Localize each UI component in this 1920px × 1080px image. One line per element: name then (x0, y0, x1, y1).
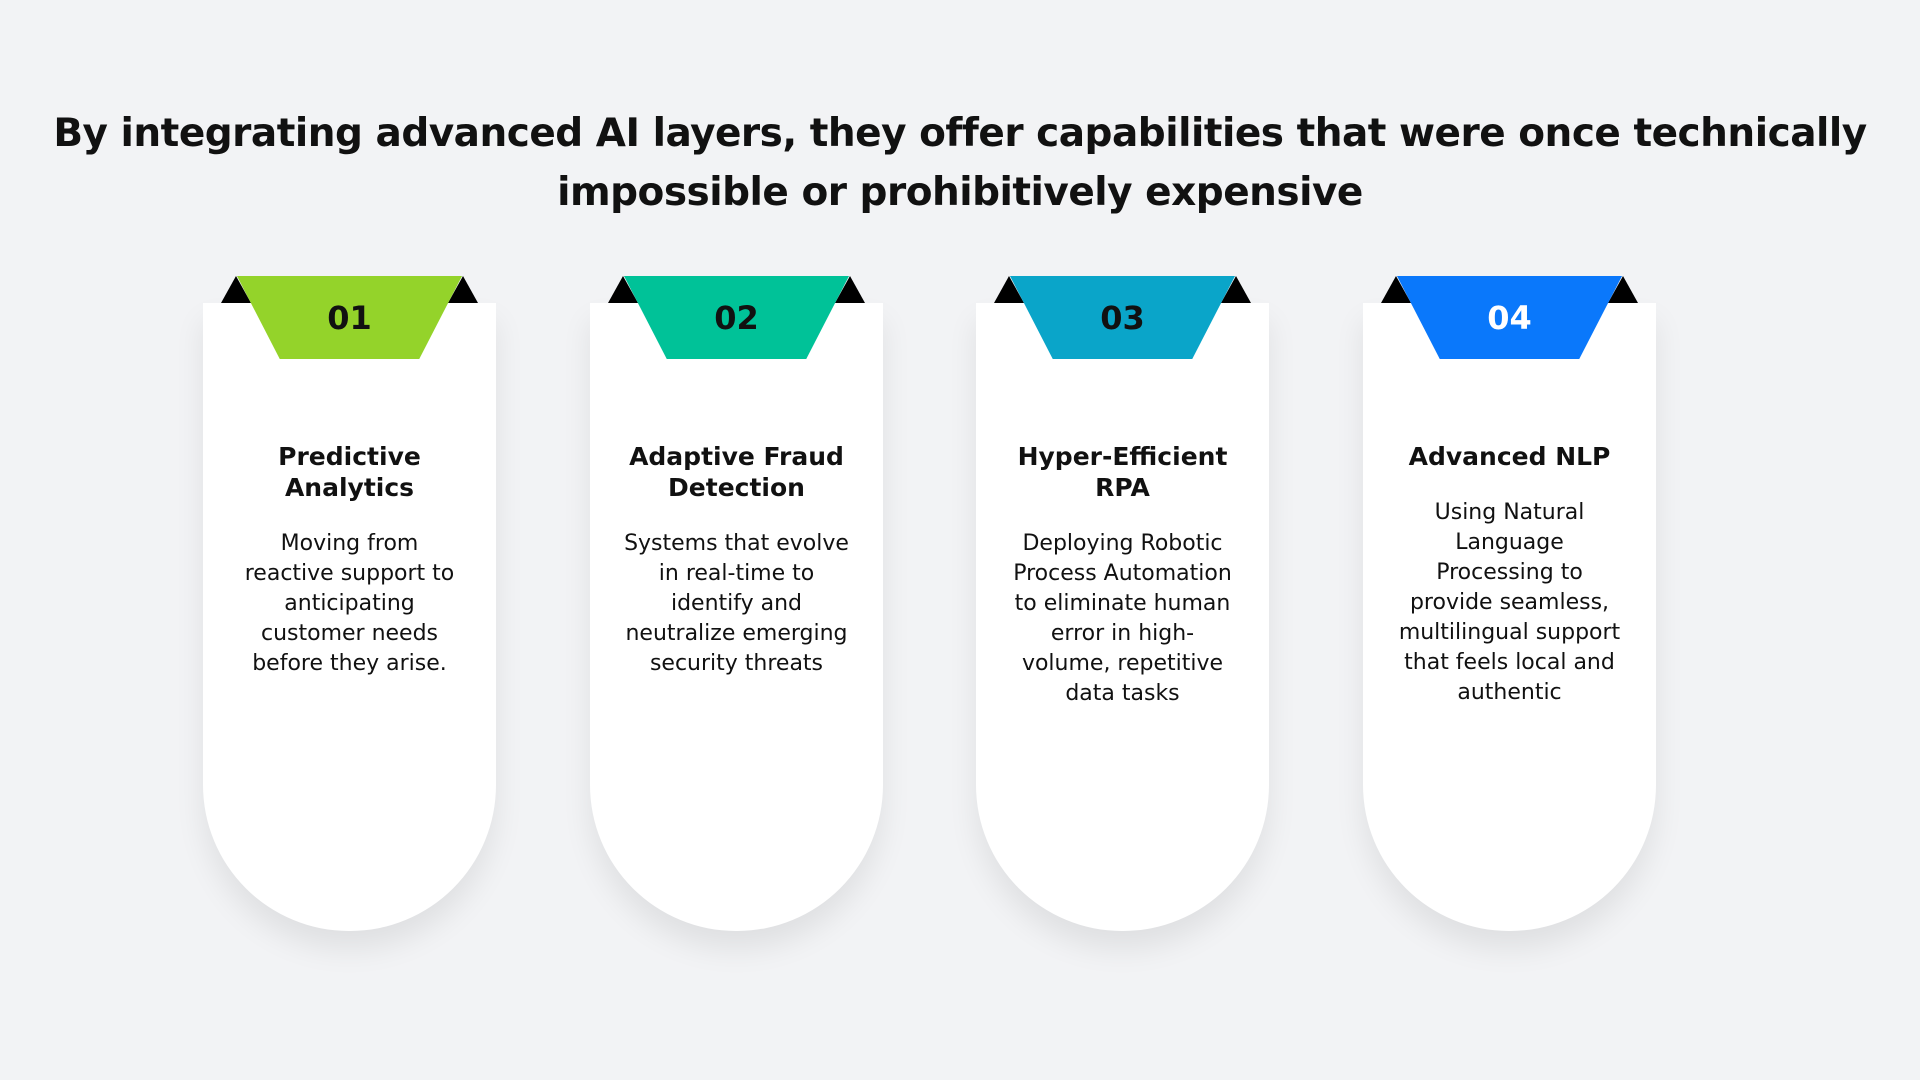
page-title: By integrating advanced AI layers, they … (53, 111, 1867, 215)
card-title: Advanced NLP (1408, 442, 1611, 471)
card-title: Hyper-Efficient RPA (1017, 442, 1228, 502)
feature-card: 02 Adaptive Fraud Detection Systems that… (590, 276, 883, 931)
number-badge: 01 (237, 276, 462, 359)
card-title: Predictive Analytics (278, 442, 421, 502)
card-title: Adaptive Fraud Detection (629, 442, 844, 502)
feature-card: 04 Advanced NLP Using Natural Language P… (1363, 276, 1656, 931)
card-body: Systems that evolve in real-time to iden… (624, 531, 849, 676)
card-body: Deploying Robotic Process Automation to … (1013, 531, 1232, 706)
card-body: Using Natural Language Processing to pro… (1398, 500, 1621, 705)
number-badge: 04 (1397, 276, 1622, 359)
number-badge: 03 (1010, 276, 1235, 359)
number-badge: 02 (624, 276, 849, 359)
card-body: Moving from reactive support to anticipa… (244, 531, 455, 676)
feature-card: 01 Predictive Analytics Moving from reac… (203, 276, 496, 931)
feature-card: 03 Hyper-Efficient RPA Deploying Robotic… (976, 276, 1269, 931)
